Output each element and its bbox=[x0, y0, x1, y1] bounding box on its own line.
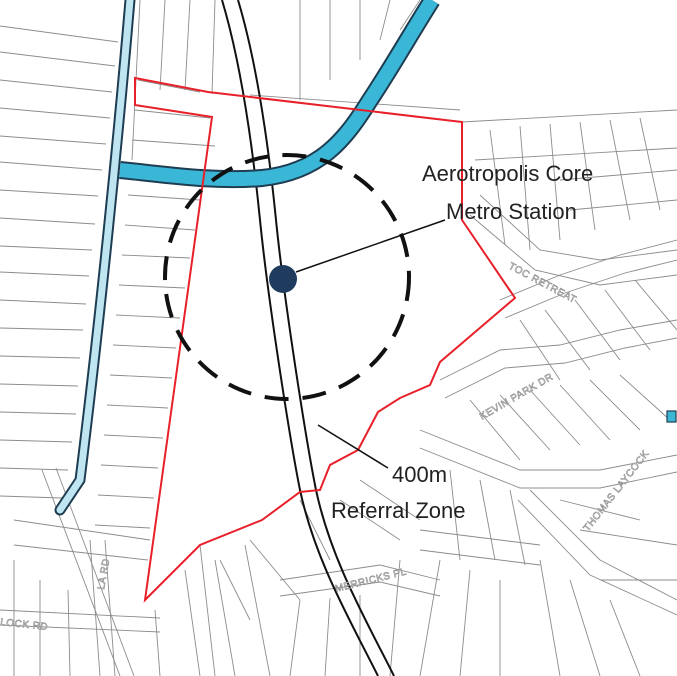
main-drainage-channel bbox=[119, 0, 440, 189]
referral-zone-circle bbox=[163, 153, 411, 401]
west-drainage-channel bbox=[54, 0, 136, 516]
station-label-line1: Aerotropolis Core bbox=[422, 161, 593, 186]
metro-rail-corridor bbox=[221, 0, 395, 676]
zone-label-line1: 400m bbox=[392, 462, 447, 487]
station-leader-line bbox=[295, 219, 446, 273]
street-label-lower-rd: LOCK RD bbox=[0, 617, 49, 633]
metro-station-marker bbox=[269, 265, 297, 293]
drainage-marker bbox=[666, 410, 677, 423]
station-label-line2: Metro Station bbox=[446, 199, 577, 224]
zone-leader-line bbox=[317, 424, 389, 469]
zone-label-line2: Referral Zone bbox=[331, 498, 466, 523]
